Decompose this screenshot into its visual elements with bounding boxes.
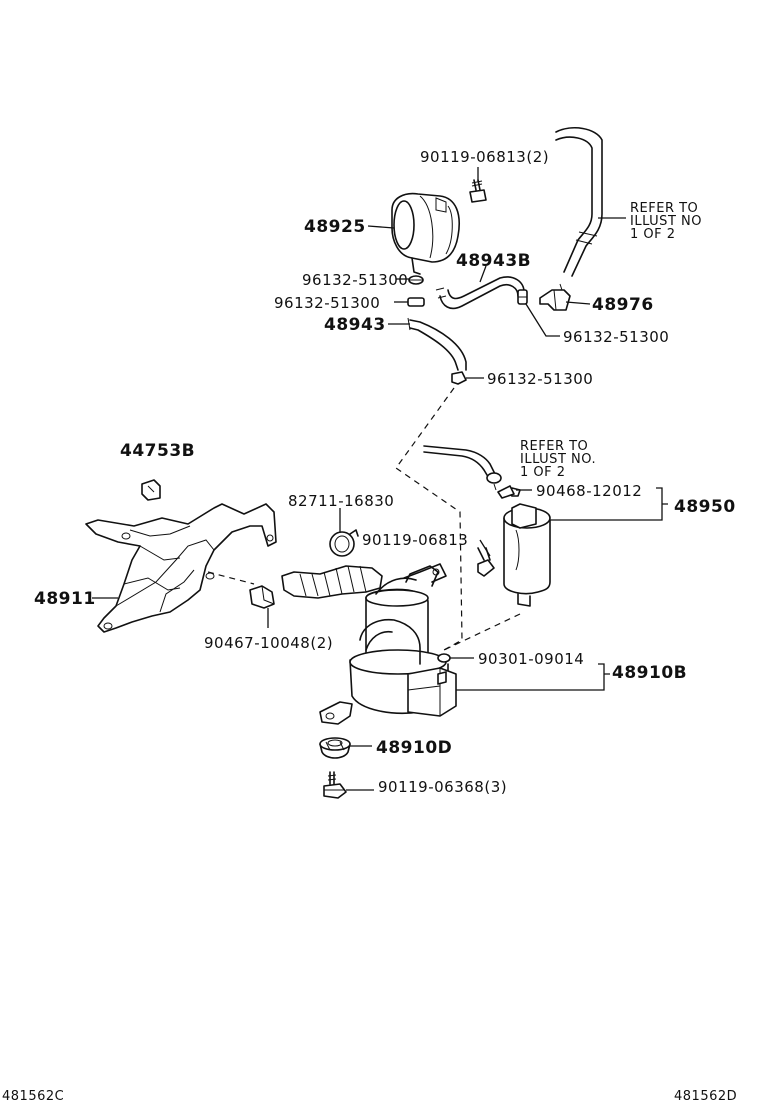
label-90119-06813: 90119-06813 <box>362 531 468 549</box>
hose-refer-top[interactable] <box>555 127 603 277</box>
label-48910d: 48910D <box>376 738 452 758</box>
refer-top-line2: ILLUST NO <box>630 214 702 229</box>
label-90467-10048-2: 90467-10048(2) <box>204 634 333 652</box>
leader-48925 <box>367 225 395 229</box>
hose-48943[interactable] <box>407 317 467 371</box>
label-48943: 48943 <box>324 315 386 335</box>
refer-mid-line1: REFER TO <box>520 439 588 454</box>
leader-96132-51300-c <box>525 303 560 337</box>
dashed-route-1 <box>395 387 463 651</box>
bracket-48910b <box>598 663 610 691</box>
refer-top-line3: 1 OF 2 <box>630 227 676 242</box>
clamp-82711-16830[interactable] <box>329 529 359 557</box>
label-48910b: 48910B <box>612 663 687 683</box>
label-48950: 48950 <box>674 497 736 517</box>
label-48925: 48925 <box>304 217 366 237</box>
label-96132-51300-b: 96132-51300 <box>274 294 380 312</box>
leader-90119-06813 <box>479 539 491 557</box>
clip-44753b[interactable] <box>141 479 161 501</box>
filter-48950[interactable] <box>503 487 551 607</box>
bolt-90119-06813-top[interactable] <box>469 179 487 203</box>
clip-96132-51300-a[interactable] <box>408 275 424 285</box>
label-48911: 48911 <box>34 589 96 609</box>
label-90301-09014: 90301-09014 <box>478 650 584 668</box>
oring-90301-09014[interactable] <box>437 653 451 663</box>
dashed-route-3 <box>207 571 255 585</box>
clip-96132-51300-c[interactable] <box>517 289 528 305</box>
bracket-48950 <box>656 487 668 521</box>
label-90468-12012: 90468-12012 <box>536 482 642 500</box>
cushion-48910d[interactable] <box>319 737 351 759</box>
pump-48910b[interactable] <box>281 563 457 725</box>
hose-48943b[interactable] <box>435 276 525 310</box>
vacuum-tank-48925[interactable] <box>391 192 460 275</box>
label-44753b: 44753B <box>120 441 195 461</box>
dashed-route-2 <box>443 613 521 651</box>
bracket-48911[interactable] <box>85 503 277 633</box>
label-90119-06368-3: 90119-06368(3) <box>378 778 507 796</box>
label-96132-51300-c: 96132-51300 <box>563 328 669 346</box>
label-90119-06813-2: 90119-06813(2) <box>420 148 549 166</box>
leader-48943b <box>479 265 487 283</box>
refer-mid-line2: ILLUST NO. <box>520 452 596 467</box>
label-96132-51300-d: 96132-51300 <box>487 370 593 388</box>
footer-code-left: 481562C <box>2 1089 64 1104</box>
clip-96132-51300-b[interactable] <box>407 297 425 307</box>
label-96132-51300-a: 96132-51300 <box>302 271 408 289</box>
bolt-90119-06813[interactable] <box>477 547 495 577</box>
label-48943b: 48943B <box>456 251 531 271</box>
refer-top-line1: REFER TO <box>630 201 698 216</box>
nut-90467-10048[interactable] <box>249 585 275 609</box>
part-90468-12012[interactable] <box>497 485 515 499</box>
refer-mid-line3: 1 OF 2 <box>520 465 566 480</box>
label-48976: 48976 <box>592 295 654 315</box>
leader-48976 <box>565 301 591 305</box>
clip-96132-51300-d[interactable] <box>451 371 467 385</box>
label-82711-16830: 82711-16830 <box>288 492 394 510</box>
hose-refer-mid[interactable] <box>423 445 502 491</box>
connector-48976[interactable] <box>539 283 571 311</box>
bolt-90119-06368[interactable] <box>323 771 347 799</box>
footer-code-right: 481562D <box>674 1089 737 1104</box>
